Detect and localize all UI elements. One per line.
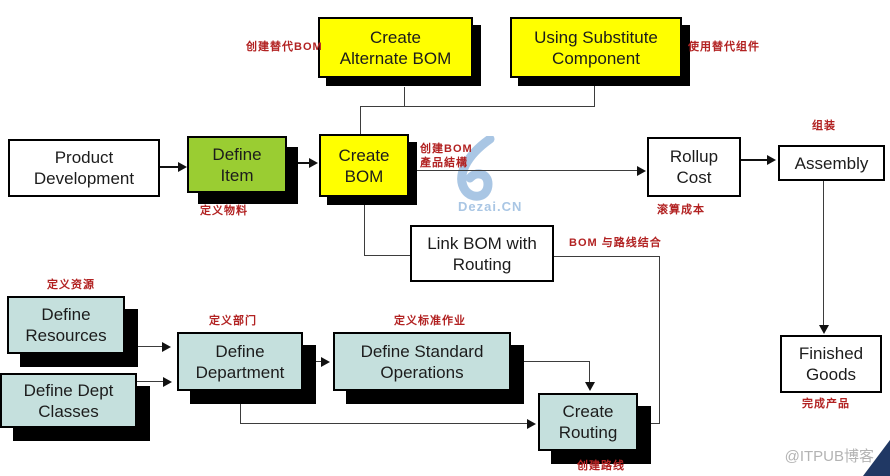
arrowhead-defineitem-createbom xyxy=(309,158,318,168)
connector-createbom-link-right xyxy=(364,255,410,256)
annotation-assembly: 组装 xyxy=(812,120,836,132)
node-rollup-cost: Rollup Cost xyxy=(647,137,741,197)
arrowhead-stdops-routing xyxy=(585,382,595,391)
arrowhead-deptclasses-department xyxy=(163,377,172,387)
annotation-define-item: 定义物料 xyxy=(200,205,248,217)
arrowhead-pd-defineitem xyxy=(178,162,187,172)
annotation-define-standard-operations: 定义标准作业 xyxy=(394,315,466,327)
connector-link-loop-bottom xyxy=(640,423,660,424)
annotation-link-bom-with-routing: BOM 与路线结合 xyxy=(569,237,662,249)
node-define-department-label: Define Department xyxy=(195,341,285,382)
arrowhead-resources-department xyxy=(162,342,171,352)
connector-department-routing-v xyxy=(240,400,241,424)
arrowhead-department-stdops xyxy=(321,357,330,367)
node-product-development: Product Development xyxy=(8,139,160,197)
node-rollup-cost-label: Rollup Cost xyxy=(669,147,719,187)
arrowhead-department-routing xyxy=(527,419,536,429)
arrowhead-createbom-rollup xyxy=(637,166,646,176)
connector-substitute-down xyxy=(594,86,595,107)
annotation-using-substitute-component: 使用替代组件 xyxy=(688,41,760,53)
annotation-create-bom: 创建BOM 產品結構 xyxy=(420,143,473,169)
node-define-item-label: Define Item xyxy=(212,144,262,185)
node-assembly-label: Assembly xyxy=(794,153,869,173)
node-create-routing-label: Create Routing xyxy=(558,402,618,442)
connector-stdops-routing-h xyxy=(511,361,590,362)
connector-defineitem-createbom xyxy=(298,162,310,164)
annotation-rollup-cost: 滚算成本 xyxy=(657,204,705,216)
node-create-alternate-bom: Create Alternate BOM xyxy=(318,17,473,78)
connector-resources-department xyxy=(136,346,163,347)
node-link-bom-with-routing: Link BOM with Routing xyxy=(410,225,554,282)
node-define-dept-classes-label: Define Dept Classes xyxy=(23,380,114,421)
node-create-routing: Create Routing xyxy=(538,393,638,451)
node-assembly: Assembly xyxy=(778,145,885,181)
connector-assembly-finished xyxy=(823,181,824,326)
node-define-department: Define Department xyxy=(177,332,303,391)
arrowhead-rollup-assembly xyxy=(767,155,776,165)
itpub-credit-text: @ITPUB博客 xyxy=(784,448,874,465)
annotation-finished-goods: 完成产品 xyxy=(802,398,850,410)
connector-rollup-assembly xyxy=(741,159,768,161)
node-link-bom-with-routing-label: Link BOM with Routing xyxy=(427,233,537,274)
annotation-create-alternate-bom: 创建替代BOM xyxy=(246,41,323,53)
connector-alt-bom-down xyxy=(404,87,405,107)
annotation-define-department: 定义部门 xyxy=(209,315,257,327)
connector-department-routing-h xyxy=(240,423,528,424)
connector-into-create-bom xyxy=(360,106,361,134)
node-define-standard-operations-label: Define Standard Operations xyxy=(360,341,484,382)
node-using-substitute-component-label: Using Substitute Component xyxy=(534,27,658,68)
node-define-standard-operations: Define Standard Operations xyxy=(333,332,511,391)
node-create-bom: Create BOM xyxy=(319,134,409,197)
dezai-watermark-logo-icon xyxy=(452,134,502,207)
node-define-dept-classes: Define Dept Classes xyxy=(0,373,137,428)
annotation-define-resources: 定义资源 xyxy=(47,279,95,291)
node-using-substitute-component: Using Substitute Component xyxy=(510,17,682,78)
node-finished-goods: Finished Goods xyxy=(780,335,882,393)
connector-createbom-link-down xyxy=(364,203,365,256)
node-define-item: Define Item xyxy=(187,136,287,193)
connector-pd-defineitem xyxy=(160,166,179,168)
node-define-resources-label: Define Resources xyxy=(25,305,107,345)
annotation-create-routing: 创建路线 xyxy=(577,460,625,472)
node-create-bom-label: Create BOM xyxy=(338,145,390,186)
connector-deptclasses-department xyxy=(137,381,164,382)
connector-stdops-routing-v xyxy=(589,361,590,383)
node-define-resources: Define Resources xyxy=(7,296,125,354)
connector-top-horizontal xyxy=(360,106,595,107)
arrowhead-assembly-finished xyxy=(819,325,829,334)
node-product-development-label: Product Development xyxy=(33,148,135,188)
connector-createbom-rollup xyxy=(409,170,638,171)
node-finished-goods-label: Finished Goods xyxy=(798,344,864,384)
connector-department-stdops xyxy=(303,361,322,362)
dezai-watermark-text: Dezai.CN xyxy=(458,199,523,214)
connector-link-loop-vertical xyxy=(659,256,660,424)
node-create-alternate-bom-label: Create Alternate BOM xyxy=(339,27,452,68)
connector-link-loop-top xyxy=(553,256,660,257)
